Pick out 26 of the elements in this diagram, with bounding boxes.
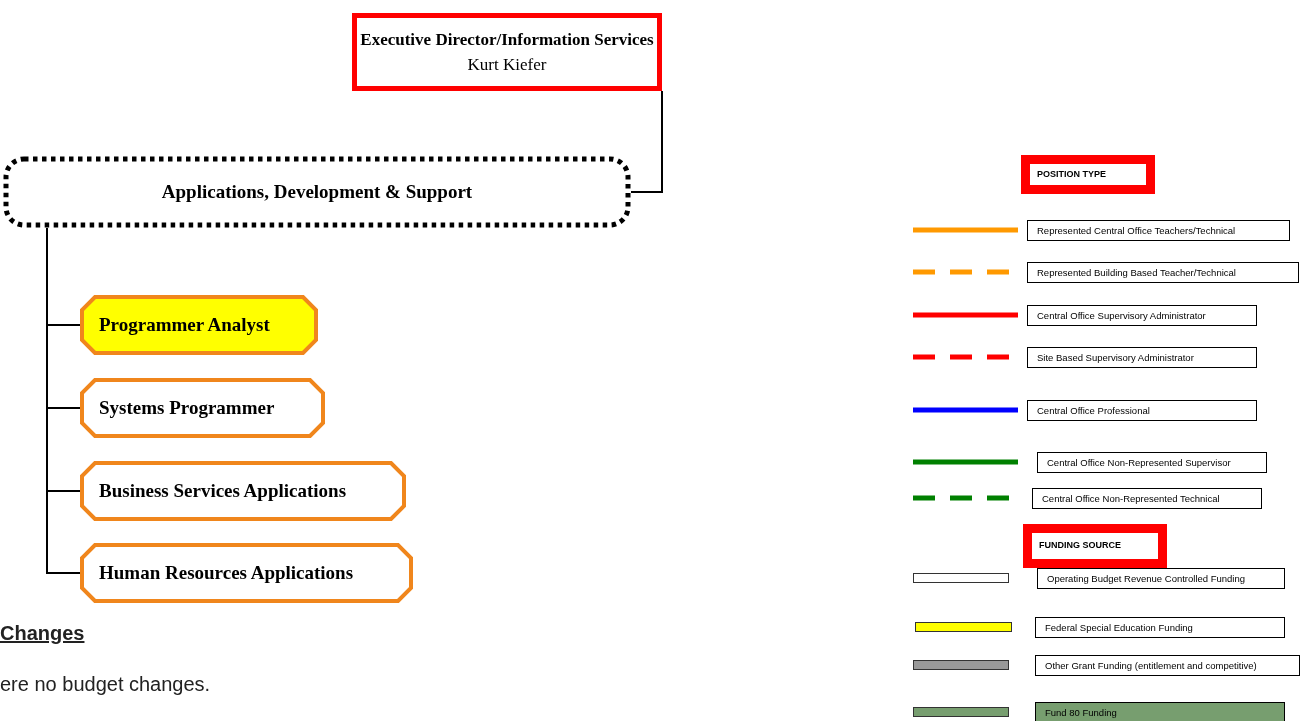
note-text: ere no budget changes.	[0, 673, 211, 696]
connector-line	[46, 227, 81, 574]
legend-label: Fund 80 Funding	[1035, 702, 1285, 721]
legend-label: Central Office Supervisory Administrator	[1027, 305, 1257, 326]
legend-label: Operating Budget Revenue Controlled Funding	[1037, 568, 1285, 589]
person-name: Kurt Kiefer	[467, 54, 547, 76]
position-title: Applications, Development & Support	[161, 180, 473, 204]
legend-heading: FUNDING SOURCE	[1039, 540, 1121, 550]
legend-label: Central Office Non-Represented Technical	[1032, 488, 1262, 509]
connector-line	[630, 90, 663, 193]
position-title: Business Services Applications	[99, 479, 347, 503]
position-box	[352, 13, 662, 91]
legend-label: Site Based Supervisory Administrator	[1027, 347, 1257, 368]
legend-label: Represented Central Office Teachers/Technical	[1027, 220, 1290, 241]
position-title: Executive Director/Information Services	[360, 29, 654, 51]
legend-label: Central Office Professional	[1027, 400, 1257, 421]
legend-heading: POSITION TYPE	[1037, 168, 1106, 179]
legend-label: Federal Special Education Funding	[1035, 617, 1285, 638]
section-heading: Changes	[0, 622, 85, 645]
legend-label: Represented Building Based Teacher/Technical	[1027, 262, 1299, 283]
position-title: Human Resources Applications	[99, 561, 354, 585]
department-box	[3, 156, 631, 228]
position-title: Programmer Analyst	[99, 313, 270, 337]
position-title: Systems Programmer	[99, 396, 275, 420]
legend-label: Central Office Non-Represented Supervisor	[1037, 452, 1267, 473]
legend-label: Other Grant Funding (entitlement and competitive)	[1035, 655, 1300, 676]
